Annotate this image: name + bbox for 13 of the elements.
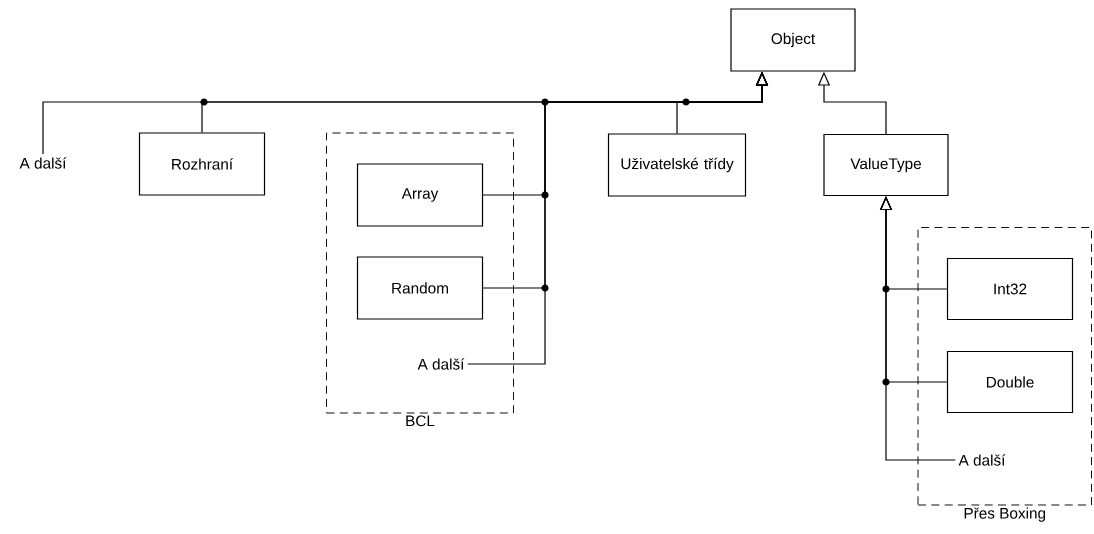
node-label: BCL [406, 415, 435, 427]
node-label: Přes Boxing [964, 507, 1046, 522]
class-box: Double [946, 350, 1074, 414]
class-box: Object [730, 8, 856, 72]
class-box: Rozhraní [138, 132, 266, 196]
class-box: ValueType [823, 133, 949, 197]
class-label: A další [19, 157, 67, 169]
class-label: A další [417, 358, 465, 370]
class-box: Uživatelské třídy [607, 133, 747, 197]
class-box: Array [356, 163, 484, 227]
class-box: Random [356, 256, 484, 320]
class-label: A další [958, 454, 1006, 466]
class-box: Int32 [946, 257, 1074, 321]
